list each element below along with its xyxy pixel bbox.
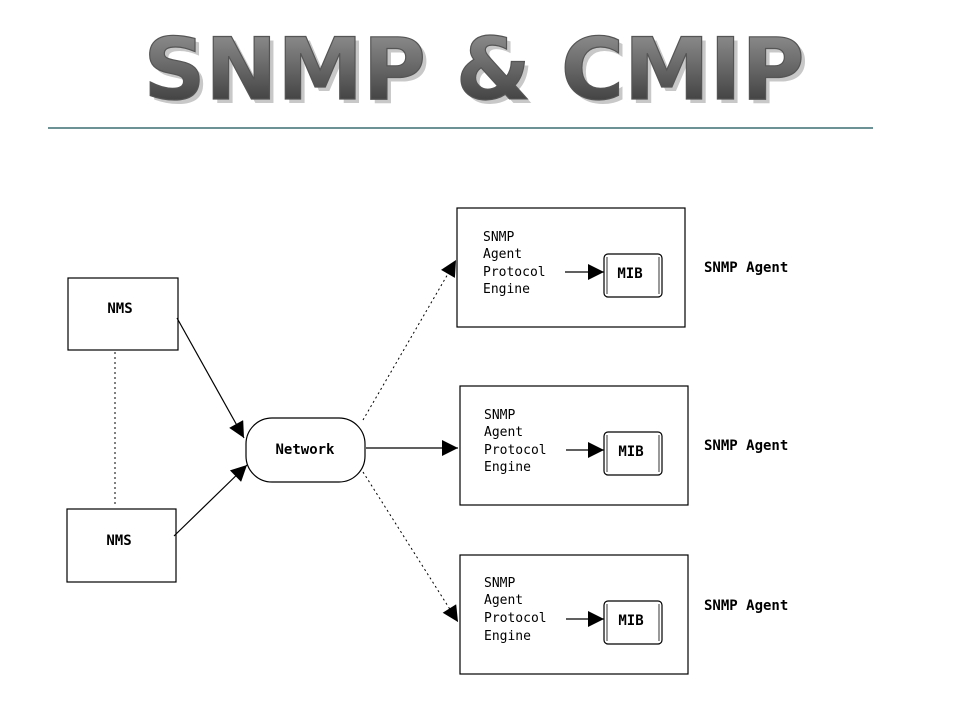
mib-label-1: MIB — [617, 266, 642, 282]
title-group: SNMP & CMIP SNMP & CMIP — [143, 19, 809, 124]
arrow-nms-bottom-to-network — [173, 464, 248, 537]
nms-box-bottom — [66, 508, 177, 583]
nms-box-top — [67, 277, 179, 351]
network-shape — [245, 417, 366, 483]
nms-top: NMS — [67, 277, 179, 351]
nms-label-top: NMS — [107, 301, 132, 317]
mib-box-3 — [603, 600, 663, 645]
arrow-network-to-agent-1 — [362, 259, 457, 421]
engine-text-2: SNMP Agent Protocol Engine — [484, 408, 554, 475]
network-node: Network — [245, 417, 366, 483]
title-shadow: SNMP & CMIP — [147, 24, 808, 124]
mib-label-3: MIB — [618, 613, 643, 629]
agent-side-label-3: SNMP Agent — [704, 598, 788, 614]
mib-label-2: MIB — [618, 444, 643, 460]
mib-box-1 — [603, 253, 663, 298]
agent-box-3: SNMP Agent Protocol Engine MIB SNMP Agen… — [459, 554, 788, 675]
agent-box-2: SNMP Agent Protocol Engine MIB SNMP Agen… — [459, 385, 788, 506]
arrow-network-to-agent-3 — [362, 471, 459, 623]
network-label: Network — [275, 442, 335, 458]
engine-text-3: SNMP Agent Protocol Engine — [484, 576, 554, 644]
nms-label-bottom: NMS — [106, 533, 131, 549]
agent-side-label-2: SNMP Agent — [704, 438, 788, 454]
agent-box-1: SNMP Agent Protocol Engine MIB SNMP Agen… — [456, 207, 788, 328]
arrow-nms-top-to-network — [176, 317, 245, 439]
mib-box-2 — [603, 431, 663, 476]
nms-bottom: NMS — [66, 508, 177, 583]
engine-text-1: SNMP Agent Protocol Engine — [483, 230, 553, 297]
page-title: SNMP & CMIP — [143, 20, 804, 120]
agent-side-label-1: SNMP Agent — [704, 260, 788, 276]
